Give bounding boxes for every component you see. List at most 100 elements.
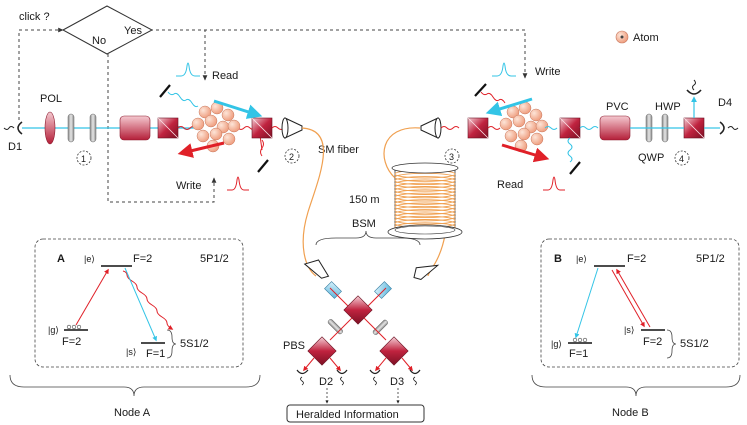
pbs-cube-bottom-left — [307, 336, 337, 366]
inset-b-excited: |e⟩ — [576, 254, 587, 264]
read-arrow-right — [501, 143, 550, 163]
inset-a-g: |g⟩ — [48, 325, 59, 335]
bsm-label: BSM — [352, 218, 376, 230]
fiber-left — [301, 127, 325, 277]
write-label-right: Write — [535, 66, 560, 78]
fiber-winding — [394, 179, 456, 189]
polarizer-pol: POL — [40, 93, 62, 145]
fiber-spool: 150 m — [349, 162, 463, 240]
mirror-right-bottom — [569, 161, 581, 175]
pbs-cube-left-1 — [157, 117, 179, 139]
write-arrow-right — [485, 97, 533, 117]
pbs-cube-left-2 — [251, 117, 273, 139]
fiber-winding — [394, 212, 456, 222]
d3-label: D3 — [390, 376, 404, 388]
fiber-winding — [394, 176, 456, 186]
pbs-cube-right-1 — [467, 117, 489, 139]
read-label-left: Read — [212, 70, 238, 82]
fiber-winding — [394, 202, 456, 212]
write-label-left: Write — [176, 180, 201, 192]
fiber-winding — [394, 215, 456, 225]
write-arrow-left — [177, 141, 225, 158]
fiber-winding — [394, 205, 456, 215]
heralding-arrows — [325, 388, 400, 404]
marker-4: 4 — [674, 150, 690, 166]
right-red-waves — [480, 91, 506, 130]
inset-b: B |e⟩ F=2 5P1/2 |g⟩ F=1 |s⟩ F=2 5S1/2 — [540, 238, 740, 368]
feedback-lines — [18, 27, 528, 203]
bsm-detectors — [296, 369, 421, 386]
marker-1-label: 1 — [81, 154, 86, 164]
fiber-winding — [394, 189, 456, 199]
marker-3: 3 — [444, 148, 460, 164]
fiber-winding — [394, 182, 456, 192]
fiber-coupler-left — [281, 117, 303, 139]
read-arrow-left — [213, 99, 263, 119]
pvc-label: PVC — [606, 101, 629, 113]
heralded-info-box: Heralded Information — [286, 404, 425, 423]
sm-fiber-label: SM fiber — [318, 144, 359, 156]
marker-3-label: 3 — [449, 152, 454, 162]
left-cyan-wave — [167, 91, 199, 108]
read-label-right: Read — [497, 179, 523, 191]
d4-detector: D4 — [686, 79, 732, 109]
atom-legend: Atom — [615, 30, 659, 44]
pulse-read-right — [543, 176, 565, 191]
hwp-label: HWP — [655, 101, 681, 113]
pbs-label: PBS — [283, 340, 305, 352]
bsm-waveplate-left — [327, 319, 343, 335]
bsm-outputs — [303, 357, 413, 372]
mirror-left-top — [159, 84, 171, 98]
d1-label: D1 — [8, 141, 22, 153]
d1-detector: D1 — [3, 121, 23, 153]
inset-b-f-excited: F=2 — [627, 253, 646, 265]
pulse-read-left — [176, 62, 200, 77]
inset-b-lower: 5S1/2 — [680, 338, 709, 350]
inset-a-s: |s⟩ — [126, 347, 136, 357]
inset-a: A |e⟩ F=2 5P1/2 |g⟩ F=2 |s⟩ F=1 5S1/2 — [34, 238, 244, 368]
mirror-left-bottom — [257, 159, 269, 173]
decision-yes: Yes — [124, 25, 142, 37]
fiber-winding — [394, 209, 456, 219]
mirror-right-top — [474, 83, 487, 97]
inset-a-f-excited: F=2 — [133, 253, 152, 265]
fiber-winding — [394, 199, 456, 209]
marker-2-label: 2 — [289, 152, 294, 162]
inset-b-s: |s⟩ — [624, 325, 634, 335]
fiber-right — [383, 127, 446, 277]
node-b-label: Node B — [612, 407, 649, 419]
bsm-bracket: BSM — [315, 218, 421, 246]
inset-b-upper: 5P1/2 — [696, 253, 725, 265]
qwp-label: QWP — [638, 152, 664, 164]
right-end-detector — [704, 121, 739, 135]
fiber-coupler-right — [420, 117, 442, 139]
inset-a-f-s: F=1 — [146, 348, 165, 360]
d4-label: D4 — [718, 97, 732, 109]
inset-b-f-s: F=2 — [643, 336, 662, 348]
node-b-brace: Node B — [531, 374, 741, 419]
inset-a-lower: 5S1/2 — [180, 338, 209, 350]
bsm-filter-left — [324, 281, 342, 299]
inset-b-f-g: F=1 — [569, 348, 588, 360]
bsm-filter-right — [374, 281, 392, 299]
pbs-cube-right-2 — [559, 117, 581, 139]
d2-label: D2 — [319, 376, 333, 388]
pvc-right — [599, 115, 631, 141]
decision-node: click ? Yes No — [19, 5, 154, 55]
bsm-beam-splitter — [343, 295, 373, 325]
marker-4-label: 4 — [679, 154, 684, 164]
inset-a-excited: |e⟩ — [84, 254, 95, 264]
inset-a-upper: 5P1/2 — [200, 253, 229, 265]
marker-2: 2 — [284, 148, 300, 164]
pbs-cube-bottom-right — [379, 336, 409, 366]
decision-question: click ? — [19, 11, 50, 23]
pvc-left — [119, 115, 151, 141]
inset-b-letter: B — [554, 253, 562, 265]
bsm-coupler-left — [303, 259, 330, 279]
atom-legend-label: Atom — [633, 32, 659, 44]
pulse-write-left — [227, 176, 249, 191]
inset-b-g: |g⟩ — [551, 339, 562, 349]
fiber-length-label: 150 m — [349, 194, 380, 206]
marker-1: 1 — [76, 150, 92, 166]
atom-cloud-left — [191, 101, 241, 153]
